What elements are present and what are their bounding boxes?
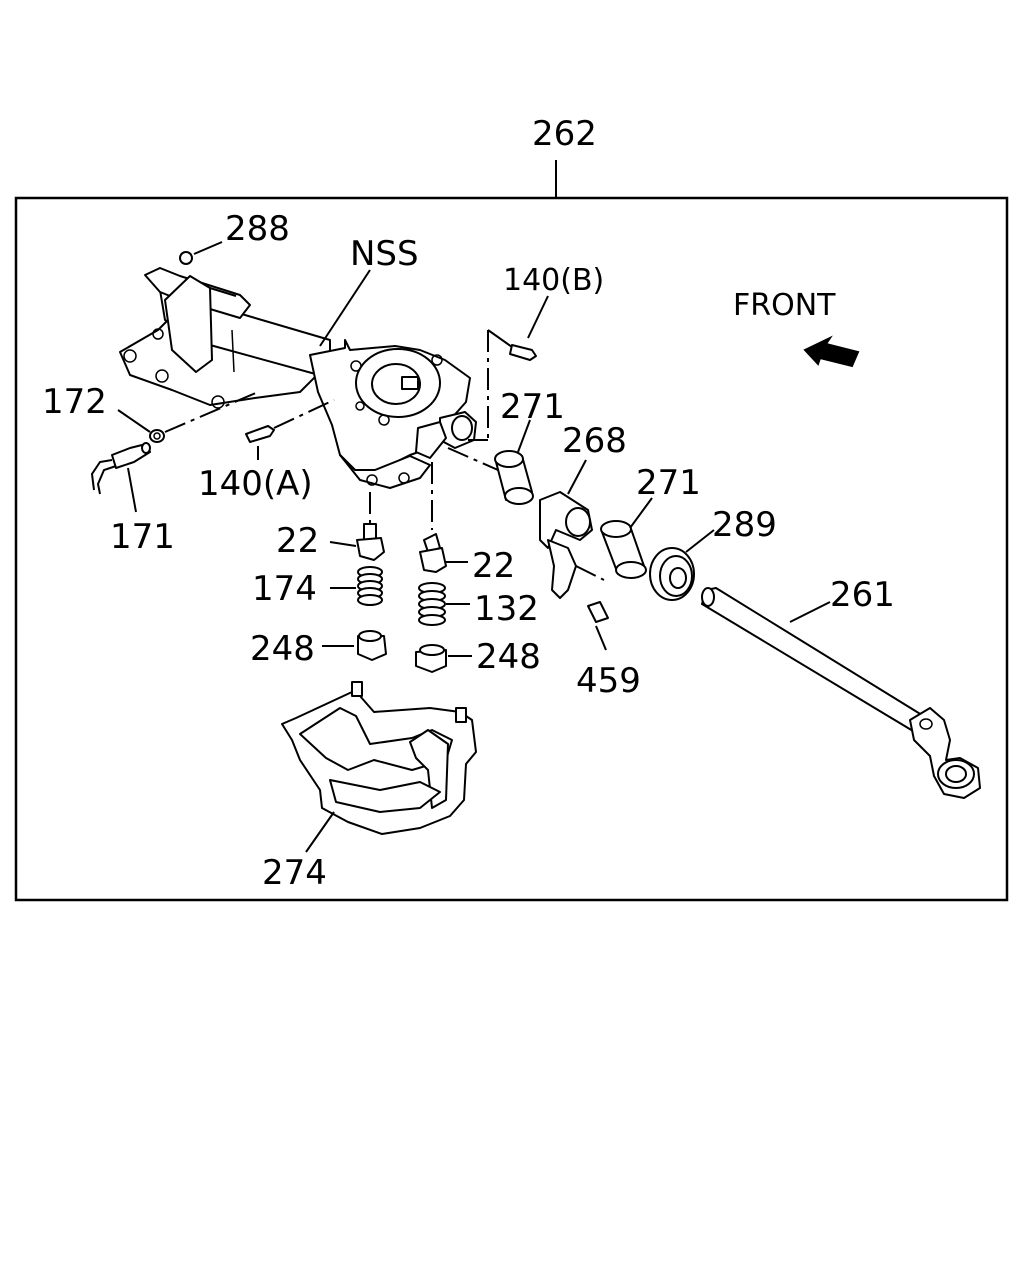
label-nss: NSS xyxy=(350,234,419,274)
label-171: 171 xyxy=(110,517,175,557)
part-459-pin xyxy=(587,601,609,623)
part-172-washer xyxy=(149,429,165,443)
part-22-plunger-right xyxy=(419,533,447,573)
label-268: 268 xyxy=(562,421,627,461)
label-271-right: 271 xyxy=(636,463,701,503)
part-174-spring xyxy=(357,566,383,606)
part-288-ball xyxy=(179,251,193,265)
shift-housing xyxy=(119,267,477,489)
part-132-spring xyxy=(418,582,446,626)
part-248-plug-right xyxy=(415,644,447,673)
part-171-switch xyxy=(90,442,151,495)
label-172: 172 xyxy=(42,382,107,422)
part-140a-pin xyxy=(245,425,275,443)
label-22-right: 22 xyxy=(472,546,515,586)
label-274: 274 xyxy=(262,853,327,893)
front-label: FRONT xyxy=(733,288,836,323)
part-140b-pin xyxy=(468,329,537,441)
label-289: 289 xyxy=(712,505,777,545)
label-132: 132 xyxy=(474,589,539,629)
label-140a: 140(A) xyxy=(198,464,313,504)
label-262: 262 xyxy=(532,114,597,154)
label-288: 288 xyxy=(225,209,290,249)
part-268-shift-block xyxy=(539,491,605,599)
label-271-left: 271 xyxy=(500,387,565,427)
label-22-left: 22 xyxy=(276,521,319,561)
part-289-seal xyxy=(649,547,695,601)
front-arrow-icon xyxy=(803,335,860,368)
label-248-right: 248 xyxy=(476,637,541,677)
assembly-frame xyxy=(14,196,1009,902)
part-261-shift-rod xyxy=(701,587,981,799)
label-459: 459 xyxy=(576,661,641,701)
part-22-plunger-left xyxy=(356,523,385,561)
label-248-left: 248 xyxy=(250,629,315,669)
label-261: 261 xyxy=(830,575,895,615)
part-271-bush-right xyxy=(600,520,647,579)
part-271-bush-left xyxy=(494,450,534,505)
part-274-boot xyxy=(281,681,477,835)
label-174: 174 xyxy=(252,569,317,609)
part-248-plug-left xyxy=(357,630,387,661)
label-140b: 140(B) xyxy=(503,263,604,298)
